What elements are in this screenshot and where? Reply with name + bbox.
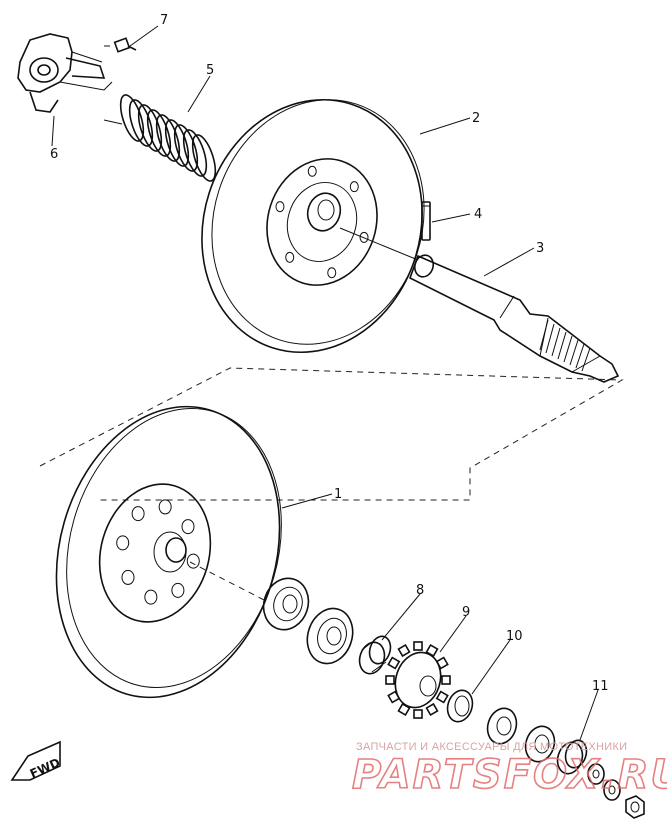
callout-6: 6 <box>50 147 58 162</box>
callout-5: 5 <box>206 63 214 78</box>
part-9-sprocket <box>385 641 451 719</box>
part-8-collar <box>358 635 392 675</box>
callout-3: 3 <box>536 241 544 256</box>
part-3-shaft <box>339 227 620 383</box>
callout-numbers: 1 2 3 4 5 6 7 8 9 10 11 <box>50 13 609 694</box>
callout-9: 9 <box>462 605 470 620</box>
assembly-guide-shaft-line <box>189 561 269 603</box>
bearing-upper <box>262 577 310 631</box>
callout-4: 4 <box>474 207 482 222</box>
washer <box>587 763 605 785</box>
callout-2: 2 <box>472 111 480 126</box>
part-7-pin <box>104 37 137 53</box>
fwd-label: FWD <box>28 755 62 781</box>
bearing-third <box>486 707 518 745</box>
part-10-spacer <box>446 689 474 723</box>
part-6-cam-bracket <box>17 33 113 113</box>
leader-lines <box>51 25 599 741</box>
watermark: ЗАПЧАСТИ И АКСЕССУАРЫ ДЛЯ МОТОТЕХНИКИ PA… <box>351 741 667 799</box>
part-2-fixed-sheave <box>201 98 425 354</box>
part-4-key <box>421 201 431 241</box>
bearing-lower <box>306 607 354 665</box>
assembly-guide-outline <box>39 367 624 501</box>
callout-7: 7 <box>160 13 168 28</box>
part-11-seal <box>556 739 588 775</box>
part-5-spring <box>103 94 217 182</box>
fwd-direction-marker: FWD <box>10 740 62 781</box>
spacer-small <box>603 779 621 801</box>
callout-1: 1 <box>334 487 342 502</box>
watermark-logo: PARTSFOX.RU <box>352 752 667 798</box>
nut <box>625 795 645 819</box>
callout-10: 10 <box>506 629 523 644</box>
part-1-movable-sheave <box>55 405 282 699</box>
callout-8: 8 <box>416 583 424 598</box>
watermark-tagline: ЗАПЧАСТИ И АКСЕССУАРЫ ДЛЯ МОТОТЕХНИКИ <box>356 741 627 753</box>
callout-11: 11 <box>592 679 609 694</box>
bearing-fourth <box>524 725 556 763</box>
